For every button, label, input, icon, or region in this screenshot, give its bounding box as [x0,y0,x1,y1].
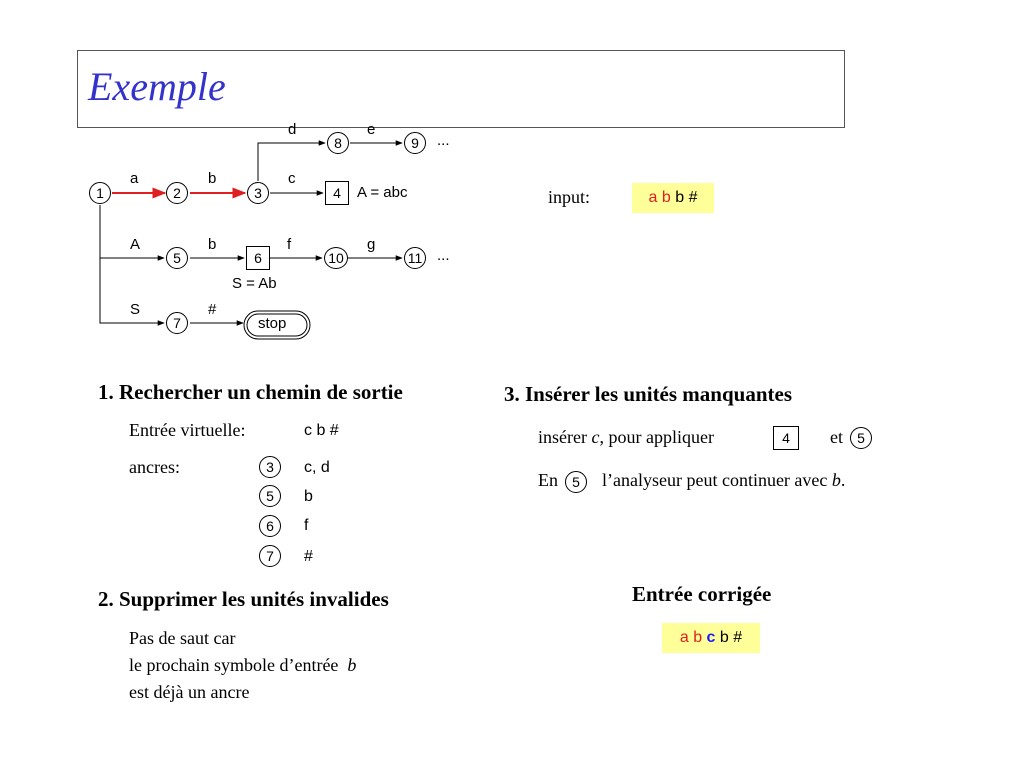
edge-label-a: a [130,170,139,187]
input-token-a: a [648,189,658,206]
anchor-state-3: 3 [259,456,281,478]
step2-line1: Pas de saut car [129,628,236,648]
virtual-input-value: c b # [304,422,339,439]
step1-heading: 1. Rechercher un chemin de sortie [98,380,403,404]
state-node-6: 6 [246,246,270,270]
state-node-9: 9 [404,132,426,154]
step3-continue-text: l’analyseur peut continuer avec [602,470,828,490]
state-node-11: 11 [404,247,426,269]
edge-label-f: f [287,236,292,253]
edge-label-e: e [367,121,376,138]
ellipsis-after-11: ... [437,247,450,264]
edge-1-7 [99,258,165,326]
step2-line2: le prochain symbole d’entrée b [129,655,356,676]
anchor-state-5: 5 [259,485,281,507]
virtual-input-label: Entrée virtuelle: [129,420,246,440]
slide-title: Exemple [88,64,226,109]
step2-line2-text: le prochain symbole d’entrée [129,655,339,675]
state-node-4: 4 [325,181,349,205]
step3-continue-symbol: b [831,470,841,490]
state-node-8: 8 [327,132,349,154]
anchor-symbols-6: f [304,517,309,534]
stop-node-inner [246,313,308,337]
anchors-label: ancres: [129,457,180,477]
step3-insert-line: insérer c, pour appliquer [538,427,714,448]
edge-3-8 [257,140,326,181]
state-node-2: 2 [166,182,188,204]
anchor-symbols-3: c, d [304,459,330,476]
step3-continue-dot: . [840,470,846,490]
step3-et: et [830,427,843,447]
step3-heading: 3. Insérer les unités manquantes [504,382,793,406]
corrected-token-b1: b [693,629,703,646]
step3-insert-post: , pour appliquer [599,427,714,447]
title-frame: Exemple [77,50,845,128]
input-token-hash: # [688,189,698,206]
edge-label-b2: b [208,236,217,253]
edge-label-g: g [367,236,376,253]
edge-label-S: S [130,301,141,318]
step3-insert-symbol: c [591,427,600,447]
anchor-state-7: 7 [259,545,281,567]
edge-label-d: d [288,121,297,138]
step3-rule-box-4: 4 [773,426,799,450]
corrected-heading: Entrée corrigée [632,582,772,606]
state-node-1: 1 [89,182,111,204]
step2-heading: 2. Supprimer les unités invalides [98,587,389,611]
state-node-3: 3 [247,182,269,204]
input-label: input: [548,187,591,207]
corrected-token-hash: # [733,629,743,646]
edge-label-A: A [130,236,141,253]
step2-line2-symbol: b [347,655,357,675]
edge-label-b: b [208,170,217,187]
step3-en: En [538,470,558,490]
input-token-b2: b [675,189,685,206]
corrected-token-c: c [706,629,716,646]
step3-continue-circle-5: 5 [565,471,587,493]
edge-label-hash: # [208,301,217,318]
corrected-token-b2: b [719,629,729,646]
anchor-symbols-5: b [304,488,313,505]
ellipsis-after-9: ... [437,132,450,149]
anchor-symbols-7: # [304,548,313,565]
step3-state-circle-5: 5 [850,427,872,449]
rule-label-4: A = abc [357,184,408,201]
corrected-token-strip: a b c b # [662,623,760,653]
state-node-5: 5 [166,247,188,269]
step3-continue-line: l’analyseur peut continuer avec b. [602,470,845,491]
input-token-strip: a b b # [632,183,714,213]
corrected-token-a: a [679,629,689,646]
state-node-10: 10 [324,247,348,269]
input-token-b1: b [661,189,671,206]
state-node-7: 7 [166,312,188,334]
step2-line3: est déjà un ancre [129,682,250,702]
rule-label-6: S = Ab [232,275,277,292]
edge-label-c: c [288,170,296,187]
anchor-state-6: 6 [259,515,281,537]
stop-node-label: stop [258,315,287,332]
step3-insert-pre: insérer [538,427,587,447]
